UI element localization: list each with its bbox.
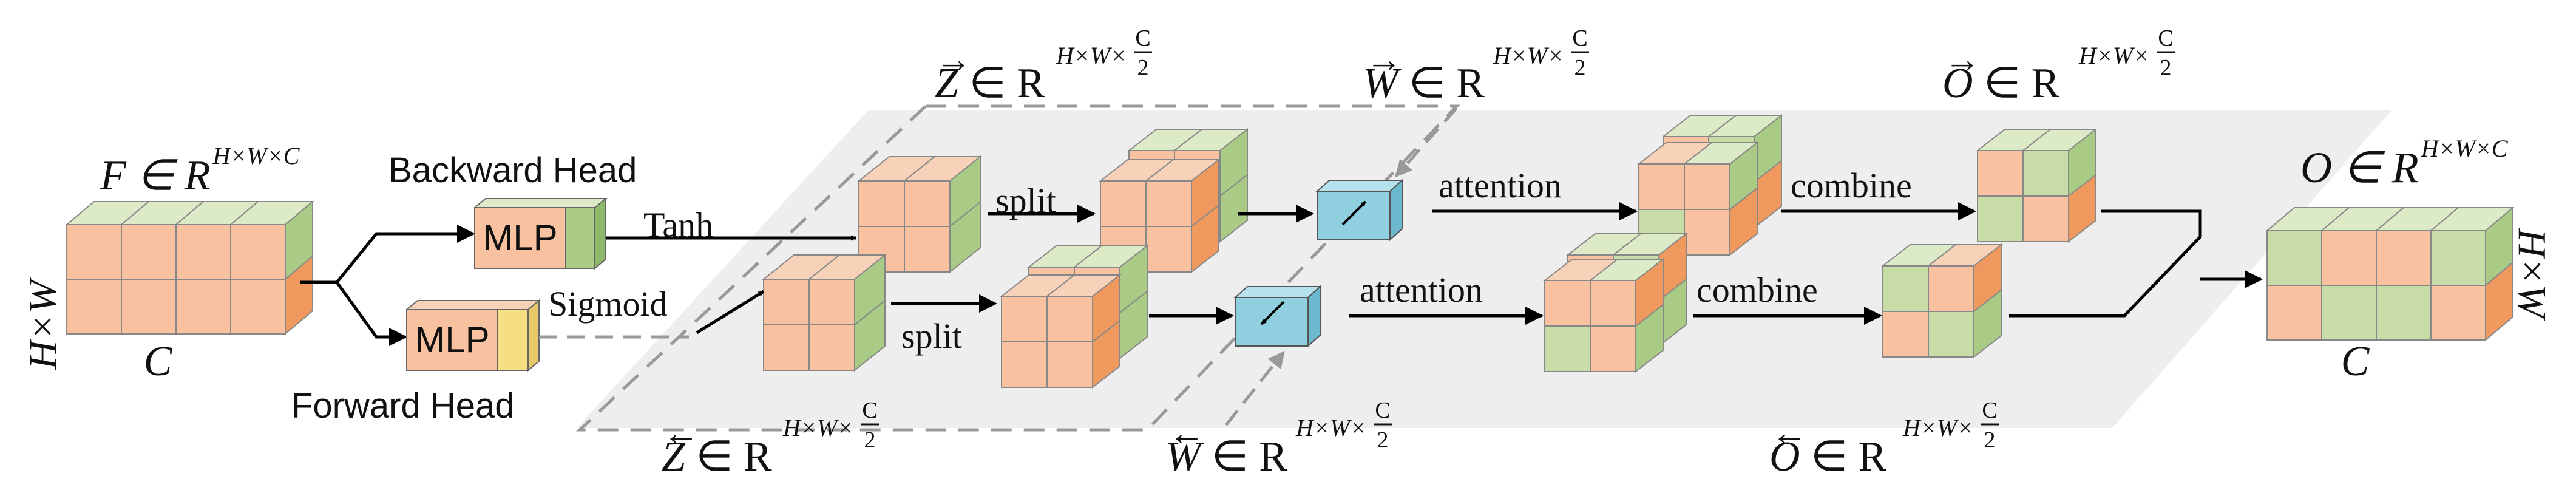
split-backward-front [1099,158,1221,274]
svg-text:→: → [935,39,972,80]
combine-label-forward: combine [1696,270,1818,310]
input-hw-label: H×W [21,277,65,370]
svg-text:C: C [2158,25,2173,51]
svg-text:H×W×: H×W× [1295,414,1366,441]
svg-text:C: C [1982,398,1997,423]
svg-text:→: → [1944,39,1981,80]
w-backward-label: W ∈ R H×W× C 2 ← [1165,398,1392,479]
o-backward-label: O ∈ R H×W× C 2 ← [1769,398,1999,479]
svg-text:H×W×: H×W× [1493,42,1564,69]
attention-label-backward: attention [1439,166,1562,205]
sigmoid-label: Sigmoid [548,284,668,324]
svg-text:Z ∈ R: Z ∈ R [662,433,772,479]
attention-box-forward [1233,285,1322,348]
backward-mlp-block: MLP [473,197,608,270]
svg-text:C: C [1375,398,1390,423]
svg-text:2: 2 [1574,55,1586,81]
svg-text:H×W×: H×W× [1056,42,1127,69]
backward-mlp-label: MLP [483,217,557,258]
w-forward-label: W ∈ R H×W× C 2 → [1363,25,1589,107]
attention-box-backward [1315,178,1404,242]
attention-label-forward: attention [1360,270,1483,310]
svg-text:C: C [862,398,877,423]
arrow-merge-backward [2101,209,2202,237]
z-backward-cube [857,155,982,274]
svg-text:2: 2 [1137,55,1149,81]
svg-text:←: ← [1771,413,1808,453]
svg-text:←: ← [1168,413,1205,453]
z-backward-label: Z ∈ R H×W× C 2 ← [662,398,879,479]
combine-out-backward [1976,127,2098,243]
split-label-forward: split [901,316,962,356]
svg-text:Z ∈ R: Z ∈ R [935,60,1045,107]
svg-text:2: 2 [1377,427,1389,453]
output-hw-label: H×W [2510,228,2554,321]
svg-text:C: C [1135,25,1150,51]
svg-text:H×W×: H×W× [782,414,853,441]
z-forward-label: Z ∈ R H×W× C 2 → [935,25,1152,107]
svg-text:H×W×: H×W× [1902,414,1973,441]
o-forward-label: O ∈ R H×W× C 2 → [1942,25,2175,107]
tanh-label: Tanh [643,205,713,245]
svg-text:2: 2 [864,427,876,453]
svg-text:W ∈ R: W ∈ R [1363,60,1485,107]
output-tensor-cube [2265,206,2515,342]
svg-text:W ∈ R: W ∈ R [1165,433,1287,479]
svg-text:2: 2 [1984,427,1996,453]
arrow-merge-forward [2009,236,2201,318]
svg-text:H×W×: H×W× [2078,42,2149,69]
forward-head-label: Forward Head [291,386,514,426]
svg-text:O ∈ R: O ∈ R [1769,433,1887,479]
forward-mlp-block: MLP [405,299,541,372]
svg-text:2: 2 [2160,55,2172,81]
svg-text:←: ← [663,413,699,453]
input-c-label: C [144,338,173,385]
w-bwd-connector [1225,350,1285,426]
backward-head-label: Backward Head [388,151,637,190]
arrow-input-fork-lower [335,281,407,346]
split-label-backward: split [995,181,1056,220]
input-tensor-cube [65,200,314,336]
svg-text:→: → [1366,39,1402,80]
z-forward-cube [762,253,887,372]
forward-mlp-label: MLP [415,319,489,360]
combine-label-backward: combine [1791,166,1912,205]
svg-text:C: C [1572,25,1587,51]
split-forward-front [1000,273,1122,389]
svg-text:O ∈ R: O ∈ R [1942,60,2060,107]
arrow-sigmoid-to-z [696,290,765,335]
attn-out-forward-front [1543,257,1665,373]
output-c-label: C [2341,338,2370,385]
combine-out-forward [1881,243,2003,359]
w-fwd-connector [1395,107,1458,178]
arrow-input-fork [300,225,475,284]
